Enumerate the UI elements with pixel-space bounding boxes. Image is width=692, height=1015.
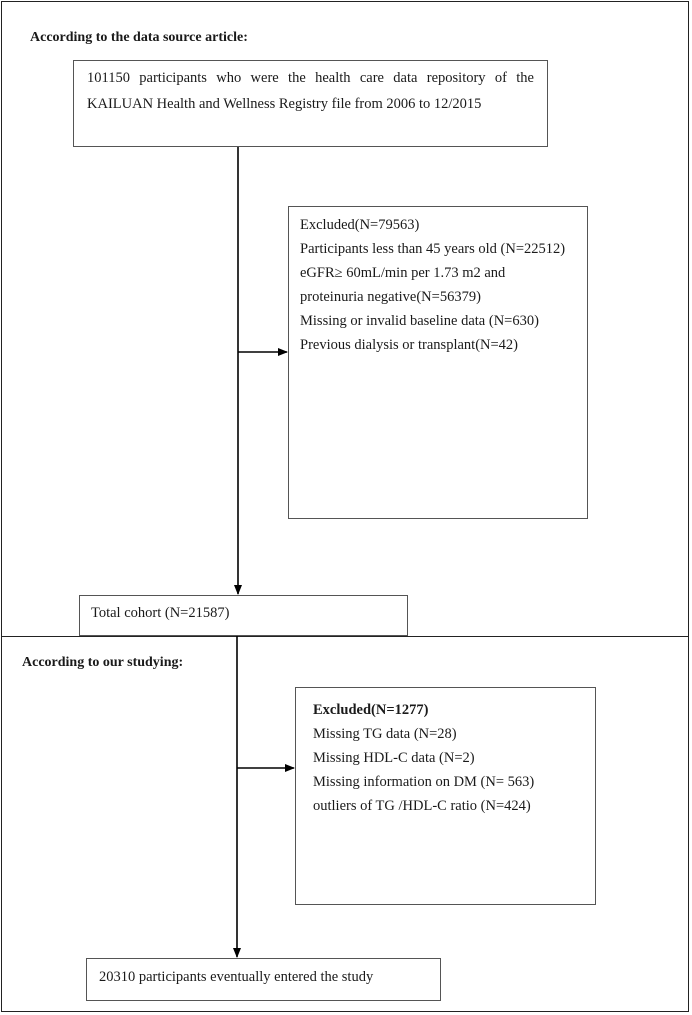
total-cohort-label: Total cohort (N=21587) <box>91 605 230 621</box>
exclusion-item: outliers of TG /HDL-C ratio (N=424) <box>313 798 531 814</box>
exclusion-item: Missing information on DM (N= 563) <box>313 774 535 790</box>
exclusion-item: Missing HDL-C data (N=2) <box>313 750 475 766</box>
final-study-label: 20310 participants eventually entered th… <box>99 969 374 985</box>
total-cohort-box: Total cohort (N=21587) <box>79 595 408 636</box>
exclusion-item: Participants less than 45 years old (N=2… <box>300 241 566 257</box>
exclusion-item: Previous dialysis or transplant(N=42) <box>300 337 518 353</box>
source-participants-box: 101150 participants who were the health … <box>73 60 548 147</box>
source-line-2: KAILUAN Health and Wellness Registry fil… <box>87 96 482 112</box>
exclusion-item: Missing or invalid baseline data (N=630) <box>300 313 539 329</box>
bottom-section-heading: According to our studying: <box>22 655 184 670</box>
top-section-heading: According to the data source article: <box>30 30 248 45</box>
source-line-1: 101150 participants who were the health … <box>87 70 534 86</box>
exclusion-title: Excluded(N=79563) <box>300 217 420 233</box>
exclusion-item: Missing TG data (N=28) <box>313 726 457 742</box>
exclusion-item: proteinuria negative(N=56379) <box>300 289 481 305</box>
exclusion-item: eGFR≥ 60mL/min per 1.73 m2 and <box>300 265 506 281</box>
exclusion-box-source: Excluded(N=79563) Participants less than… <box>288 206 588 519</box>
final-study-box: 20310 participants eventually entered th… <box>86 958 441 1001</box>
exclusion-title: Excluded(N=1277) <box>313 702 429 718</box>
exclusion-box-study: Excluded(N=1277) Missing TG data (N=28) … <box>295 687 596 905</box>
section-divider <box>1 636 689 637</box>
